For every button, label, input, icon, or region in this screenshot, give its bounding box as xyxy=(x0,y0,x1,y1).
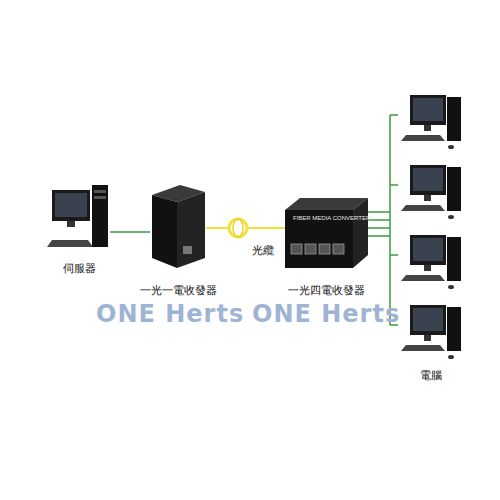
node-label: 光纜 xyxy=(252,244,274,257)
cable-connector xyxy=(206,228,228,229)
cable-connector xyxy=(248,228,285,229)
media-converter xyxy=(152,185,205,268)
server-node: 伺服器 xyxy=(48,183,110,249)
cable-connector xyxy=(368,115,398,325)
node-label: 一光四電收發器 xyxy=(288,284,365,297)
fiber-coil xyxy=(229,219,247,237)
watermark: ONE Herts xyxy=(96,300,244,328)
watermark: ONE Herts xyxy=(252,300,400,328)
computers-node: 電腦 xyxy=(398,93,463,355)
node-label: 電腦 xyxy=(420,369,442,382)
media-converter xyxy=(285,198,368,268)
converter-node: 一光一電收發器 xyxy=(150,184,206,269)
node-label: 一光一電收發器 xyxy=(140,284,217,297)
server-computer xyxy=(47,185,108,247)
converter-node: 一光四電收發器 xyxy=(285,198,368,268)
cable-connector xyxy=(110,232,150,233)
fiber-node: 光纜 xyxy=(228,218,248,238)
node-label: 伺服器 xyxy=(63,262,96,275)
client-computers xyxy=(401,95,461,359)
device-print: FIBER MEDIA CONVERTER xyxy=(293,215,370,221)
